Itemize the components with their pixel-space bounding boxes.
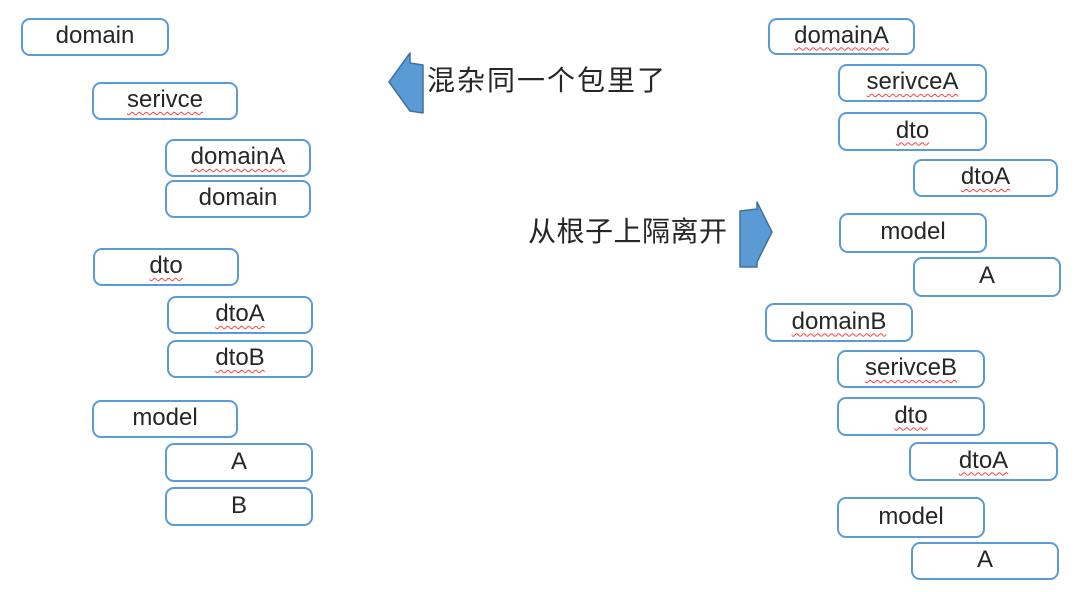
box-r-dto-1: dto <box>838 112 987 151</box>
box-l-domain: domain <box>21 18 169 56</box>
box-r-dto-2: dto <box>837 397 985 436</box>
box-l-dtoA: dtoA <box>167 296 313 334</box>
box-l-serivce: serivce <box>92 82 238 120</box>
box-l-domainA: domainA <box>165 139 311 177</box>
package-label: dto <box>894 401 928 429</box>
box-r-model-1: model <box>839 213 987 253</box>
package-label: dtoB <box>215 344 265 371</box>
box-l-dto: dto <box>93 248 239 286</box>
package-label: model <box>880 218 946 245</box>
box-l-A: A <box>165 443 313 482</box>
package-label: dtoA <box>215 300 265 327</box>
box-r-serivceB: serivceB <box>837 350 985 388</box>
annotation-isolate-from-root: 从根子上隔离开 <box>528 216 728 247</box>
package-label: serivceA <box>866 68 959 95</box>
block-arrow-right-icon <box>739 201 773 268</box>
box-r-dtoA-1: dtoA <box>913 159 1058 197</box>
package-label: domain <box>55 22 135 49</box>
box-r-domainA: domainA <box>768 18 915 55</box>
package-label: serivceB <box>864 354 958 381</box>
package-label: domainA <box>190 143 286 170</box>
box-r-domainB: domainB <box>765 303 913 342</box>
box-r-serivceA: serivceA <box>838 64 987 102</box>
package-label: dto <box>149 252 183 279</box>
box-r-A-1: A <box>913 257 1061 297</box>
box-l-B: B <box>165 487 313 526</box>
block-arrow-left-icon <box>388 52 424 114</box>
package-label: domain <box>198 184 278 211</box>
box-l-model: model <box>92 400 238 438</box>
package-label: A <box>230 447 247 475</box>
package-label: model <box>132 404 198 431</box>
annotation-mixed-package: 混杂同一个包里了 <box>427 65 668 96</box>
box-l-domain-2: domain <box>165 180 311 218</box>
box-r-A-2: A <box>911 542 1059 580</box>
box-l-dtoB: dtoB <box>167 340 313 378</box>
package-label: A <box>978 262 995 289</box>
package-label: domainB <box>791 307 887 335</box>
package-label: domainA <box>794 21 889 49</box>
package-label: dtoA <box>958 446 1009 474</box>
box-r-dtoA-2: dtoA <box>909 442 1058 481</box>
package-label: B <box>230 491 247 519</box>
package-label: model <box>878 502 944 530</box>
package-label: dto <box>895 116 930 144</box>
package-label: serivce <box>126 86 204 113</box>
box-r-model-2: model <box>837 497 985 538</box>
package-label: A <box>976 546 993 573</box>
package-label: dtoA <box>960 163 1011 190</box>
